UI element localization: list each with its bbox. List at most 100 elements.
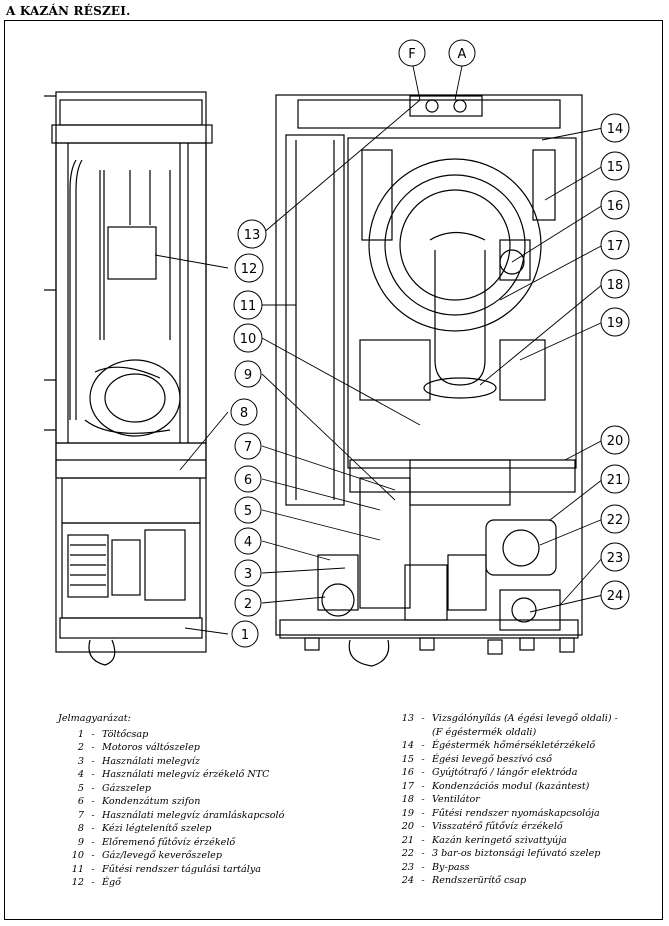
legend-item-dash: -	[421, 780, 425, 792]
legend-item: 17-Kondenzációs modul (kazántest)	[392, 780, 618, 794]
legend-item-dash: -	[91, 809, 95, 821]
callout-23: 23	[600, 542, 630, 572]
figure-frame	[4, 20, 663, 920]
legend-item-dash: -	[91, 877, 95, 888]
callouts: F A 1 2 3 4 5 6 7 8 9 10 11 12 13 14 15 …	[230, 39, 630, 648]
callout-A: A	[448, 39, 476, 67]
expansion-tank	[285, 134, 345, 506]
legend-item: 2-Motoros váltószelep	[58, 741, 284, 755]
legend-item-text: Rendszerürítő csap	[432, 875, 527, 886]
legend-item-number: 8	[77, 823, 84, 834]
svg-text:15: 15	[607, 160, 624, 175]
callout-21: 21	[600, 464, 630, 494]
legend-item-dash: -	[421, 821, 425, 832]
callout-F: F	[398, 39, 426, 67]
legend-item-number: 15	[401, 753, 414, 765]
legend-item-text: Égéstermék hőmérsékletérzékelő	[432, 740, 596, 751]
svg-text:8: 8	[240, 406, 248, 421]
legend-item: 16-Gyújtótrafó / lángőr elektróda	[392, 766, 618, 780]
legend-item-dash: -	[91, 769, 95, 780]
svg-text:6: 6	[244, 473, 252, 488]
legend-item: 13-Vizsgálónyílás (A égési levegő oldali…	[392, 712, 618, 726]
svg-text:24: 24	[607, 589, 624, 604]
legend-item-text: Használati melegvíz érzékelő NTC	[102, 769, 270, 780]
legend-item: 5-Gázszelep	[58, 782, 284, 796]
legend-item-text: Vizsgálónyílás (A égési levegő oldali) -	[432, 713, 618, 724]
callout-1: 1	[231, 620, 259, 648]
legend-item-dash: -	[91, 755, 95, 767]
svg-text:7: 7	[244, 440, 252, 455]
callout-11: 11	[233, 290, 263, 320]
legend-item: 7-Használati melegvíz áramláskapcsoló	[58, 809, 285, 823]
svg-text:23: 23	[607, 551, 624, 566]
svg-text:4: 4	[244, 535, 252, 550]
leader-lines	[154, 65, 604, 635]
legend-item-number: 24	[401, 875, 414, 886]
legend-item-dash: -	[421, 740, 425, 751]
callout-16: 16	[600, 190, 630, 220]
legend-item-dash: -	[91, 728, 95, 740]
legend-item-text: 3 bar-os biztonsági lefúvató szelep	[432, 848, 601, 859]
legend-item-number: 9	[77, 836, 84, 848]
svg-text:12: 12	[241, 262, 258, 277]
legend-item: 22-3 bar-os biztonsági lefúvató szelep	[392, 847, 618, 861]
air-intake-pipe	[434, 250, 486, 386]
legend-item: 19-Fűtési rendszer nyomáskapcsolója	[392, 807, 618, 821]
legend-item-text: Gázszelep	[102, 782, 151, 794]
legend-item-text: Előremenő fűtővíz érzékelő	[102, 836, 236, 848]
callout-2: 2	[234, 589, 262, 617]
legend-item-dash: -	[421, 807, 425, 819]
legend-item: 6-Kondenzátum szifon	[58, 795, 284, 809]
legend-item-dash: -	[421, 861, 425, 873]
callout-6: 6	[234, 465, 262, 493]
legend-item: (F égéstermék oldali)	[392, 726, 618, 740]
legend-item: 20-Visszatérő fűtővíz érzékelő	[392, 820, 618, 834]
svg-text:18: 18	[607, 278, 624, 293]
legend-item-dash: -	[91, 796, 95, 807]
legend-item-text: Kézi légtelenítő szelep	[102, 823, 212, 834]
legend-item: 18-Ventilátor	[392, 793, 618, 807]
legend-item-dash: -	[421, 767, 425, 778]
legend-item-text: Kazán keringető szivattyúja	[432, 834, 567, 846]
legend-item-number: 14	[401, 740, 414, 751]
legend-item-number: 20	[401, 821, 414, 832]
svg-text:13: 13	[244, 228, 261, 243]
legend-item: 15-Égési levegő beszívó cső	[392, 753, 618, 767]
legend-item-number: 6	[77, 796, 84, 807]
svg-text:5: 5	[244, 504, 252, 519]
svg-text:16: 16	[607, 199, 624, 214]
legend-item-dash: -	[421, 753, 425, 765]
legend-item: 8-Kézi légtelenítő szelep	[58, 822, 284, 836]
legend-item: 12-Égő	[58, 876, 284, 890]
callout-3: 3	[234, 559, 262, 587]
circulation-pump	[485, 519, 557, 576]
callout-15: 15	[600, 151, 630, 181]
condensing-module	[368, 158, 542, 332]
callout-13: 13	[237, 219, 267, 249]
page-title: A KAZÁN RÉSZEI.	[6, 4, 131, 18]
svg-text:1: 1	[241, 628, 249, 643]
callout-24: 24	[600, 580, 630, 610]
legend-item-dash: -	[421, 875, 425, 886]
legend-item-dash: -	[91, 782, 95, 794]
legend-item-text: Kondenzációs modul (kazántest)	[432, 780, 590, 792]
legend-item-dash: -	[91, 863, 95, 875]
legend-item-text: Motoros váltószelep	[102, 742, 200, 753]
legend-item: 14-Égéstermék hőmérsékletérzékelő	[392, 739, 618, 753]
legend-item-text: Kondenzátum szifon	[102, 796, 201, 807]
legend-item-number: 21	[401, 834, 414, 846]
legend-item-text: Égő	[102, 877, 121, 888]
legend-item-text: Fűtési rendszer tágulási tartálya	[102, 863, 261, 875]
callout-20: 20	[600, 425, 630, 455]
svg-text:9: 9	[244, 368, 252, 383]
hot-water-exchanger	[359, 477, 411, 609]
legend-item: 3-Használati melegvíz	[58, 755, 284, 769]
legend-item-dash: -	[91, 850, 95, 861]
legend-item-text: By-pass	[432, 861, 470, 873]
callout-5: 5	[234, 496, 262, 524]
svg-text:17: 17	[607, 239, 624, 254]
legend-item-number: 4	[77, 769, 84, 780]
legend-item-text: Használati melegvíz áramláskapcsoló	[102, 809, 285, 821]
